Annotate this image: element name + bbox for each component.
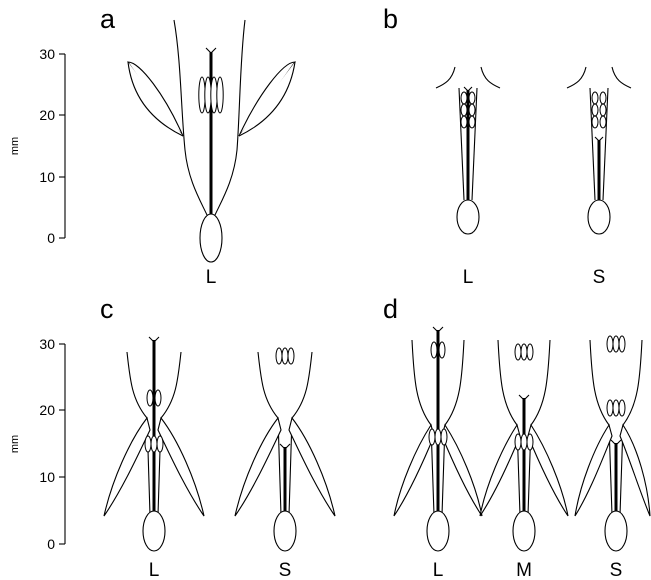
bottom-tick-20: 20: [39, 402, 55, 418]
panel-b-flower-l: L: [436, 67, 500, 288]
panel-a-label-l: L: [206, 267, 217, 288]
top-axis-unit: mm: [9, 137, 21, 155]
bottom-tick-10: 10: [39, 469, 55, 485]
panel-c-flower-l: L: [104, 337, 204, 580]
panel-a-flower-l: L: [128, 20, 295, 288]
panel-d-flower-s: S: [575, 336, 650, 580]
top-tick-30: 30: [39, 46, 55, 62]
panel-d-letter: d: [383, 294, 398, 324]
panel-a-letter: a: [100, 4, 116, 34]
panel-c-letter: c: [100, 294, 114, 324]
panel-b-label-s: S: [593, 267, 606, 288]
top-tick-20: 20: [39, 107, 55, 123]
top-tick-10: 10: [39, 169, 55, 185]
bottom-tick-0: 0: [47, 536, 55, 552]
bottom-scale-axis: 30 20 10 0 mm: [9, 336, 65, 552]
panel-d-flower-l: L: [394, 327, 482, 580]
panel-b-letter: b: [383, 4, 398, 34]
top-scale-axis: 30 20 10 0 mm: [9, 46, 65, 246]
panel-d-flower-m: M: [480, 340, 568, 580]
panel-c-flower-s: S: [235, 348, 335, 580]
panel-b-flower-s: S: [567, 67, 631, 288]
panel-d-label-m: M: [516, 560, 532, 580]
top-tick-0: 0: [47, 230, 55, 246]
panel-c-label-l: L: [149, 560, 160, 580]
panel-d-label-s: S: [610, 560, 623, 580]
bottom-axis-unit: mm: [9, 435, 21, 453]
panel-d-label-l: L: [433, 560, 444, 580]
panel-b-label-l: L: [463, 267, 474, 288]
panel-c-label-s: S: [279, 560, 292, 580]
bottom-tick-30: 30: [39, 336, 55, 352]
